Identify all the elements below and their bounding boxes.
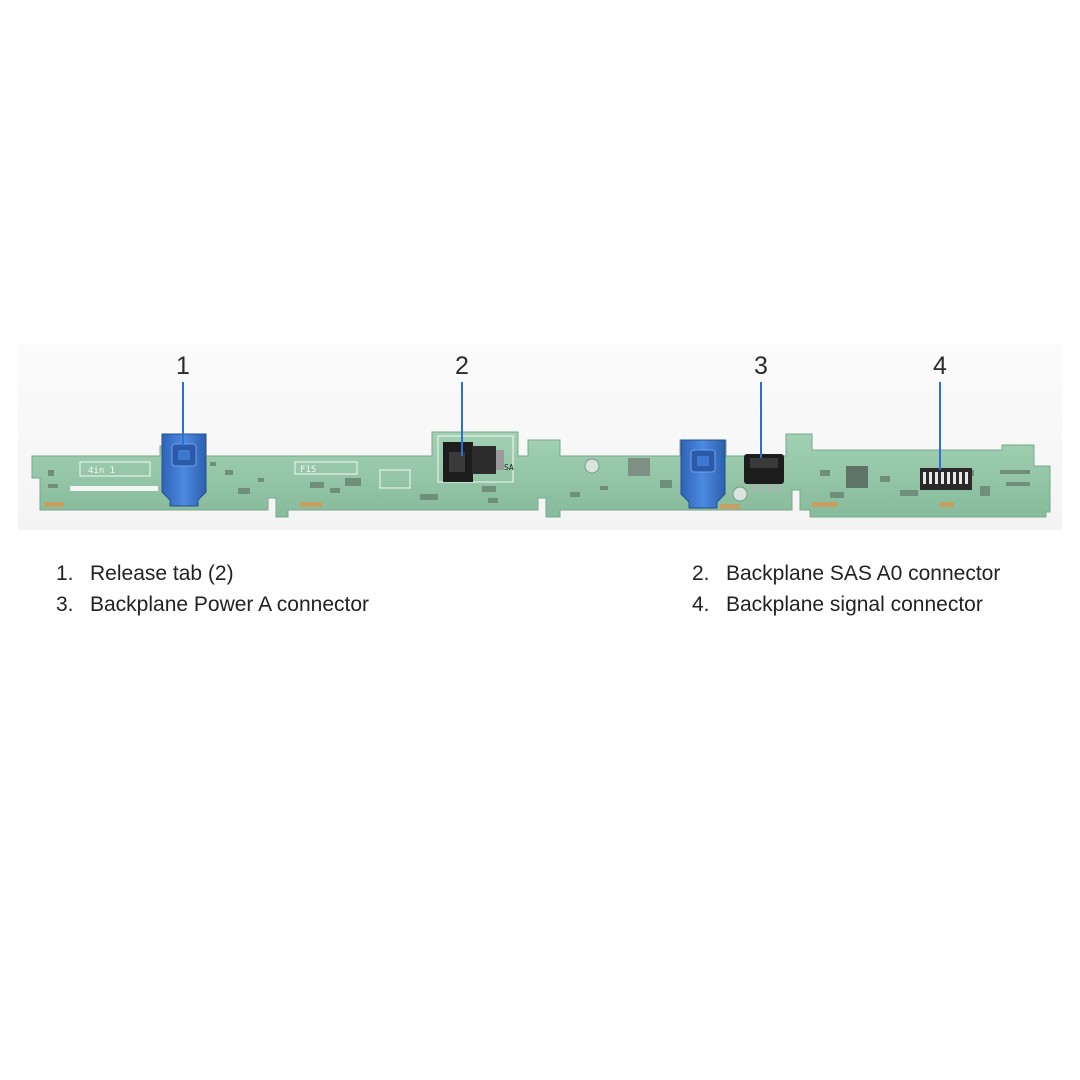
release-tab-right [680, 439, 726, 509]
legend-number: 1. [56, 562, 74, 585]
silkscreen-label-f1s: F1S [300, 465, 316, 475]
callout-number-1: 1 [176, 352, 190, 380]
legend-item-3: 3. Backplane Power A connector [56, 593, 369, 617]
release-tab-left [161, 433, 207, 507]
sas-a0-connector [443, 442, 504, 482]
silkscreen-bar [70, 486, 158, 491]
power-a-connector [744, 454, 784, 492]
legend-label: Backplane SAS A0 connector [726, 562, 1001, 585]
callout-number-3: 3 [754, 352, 768, 380]
legend-item-4: 4. Backplane signal connector [692, 593, 983, 617]
silkscreen-label-4in1: 4in 1 [88, 466, 115, 476]
silkscreen-label-sa: SA [504, 463, 514, 472]
callout-number-4: 4 [933, 352, 947, 380]
legend-number: 3. [56, 593, 74, 616]
legend-number: 2. [692, 562, 710, 585]
legend-label: Backplane signal connector [726, 593, 983, 616]
backplane-board [31, 431, 1051, 518]
legend-number: 4. [692, 593, 710, 616]
capacitor [732, 486, 748, 502]
surface-components [44, 458, 1030, 509]
silkscreen-markings [79, 435, 514, 489]
capacitor [584, 458, 600, 474]
legend-item-2: 2. Backplane SAS A0 connector [692, 562, 1000, 586]
callout-number-2: 2 [455, 352, 469, 380]
legend-label: Release tab (2) [90, 562, 234, 585]
legend-item-1: 1. Release tab (2) [56, 562, 234, 586]
signal-connector [920, 468, 972, 490]
legend-label: Backplane Power A connector [90, 593, 370, 616]
